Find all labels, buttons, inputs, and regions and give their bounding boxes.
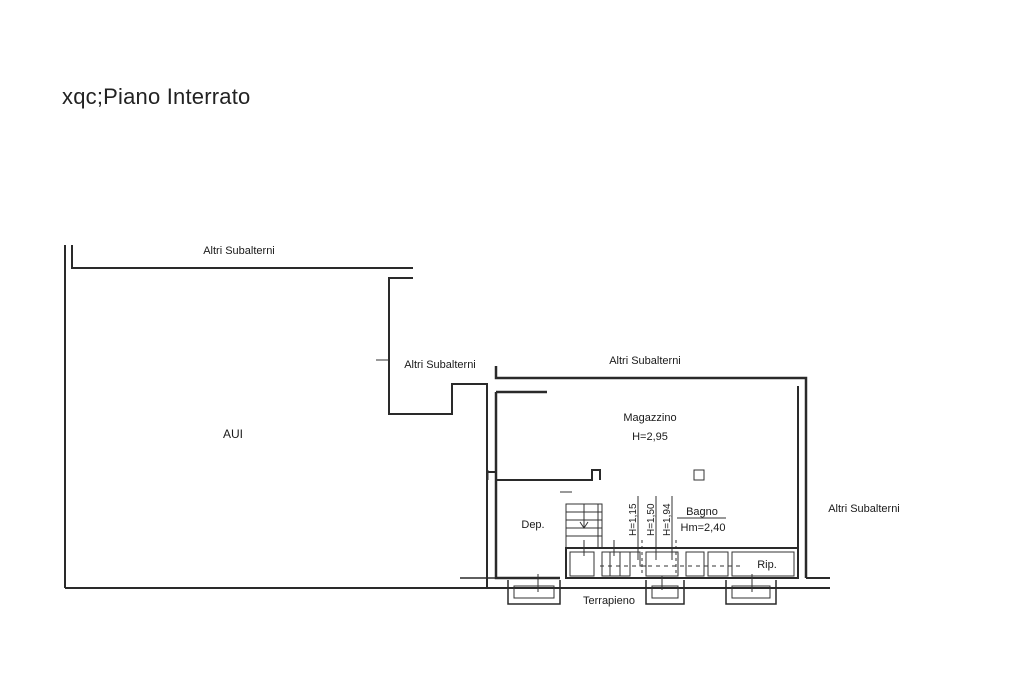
label-height-2: H=1,50: [646, 503, 657, 536]
light-wells: [507, 574, 777, 605]
staircase: [560, 491, 603, 549]
page-title: xqc;Piano Interrato: [62, 84, 251, 109]
label-height-1: H=1,15: [628, 503, 639, 536]
label-altri-right: Altri Subalterni: [828, 503, 900, 515]
label-dep: Dep.: [521, 519, 544, 531]
label-terrapieno: Terrapieno: [583, 595, 635, 607]
label-magazzino-height: H=2,95: [632, 431, 668, 443]
label-rip: Rip.: [757, 559, 777, 571]
label-height-3: H=1,94: [662, 503, 673, 536]
label-bagno-height: Hm=2,40: [681, 522, 726, 534]
label-magazzino: Magazzino: [623, 412, 676, 424]
aui-boundary: [64, 245, 830, 589]
label-altri-mid: Altri Subalterni: [404, 359, 476, 371]
label-altri-right-top: Altri Subalterni: [609, 355, 681, 367]
label-bagno: Bagno: [686, 506, 718, 518]
height-markers: [637, 496, 726, 575]
label-aui: AUI: [223, 427, 243, 441]
label-altri-top: Altri Subalterni: [203, 245, 275, 257]
magazzino-walls: [460, 366, 830, 580]
